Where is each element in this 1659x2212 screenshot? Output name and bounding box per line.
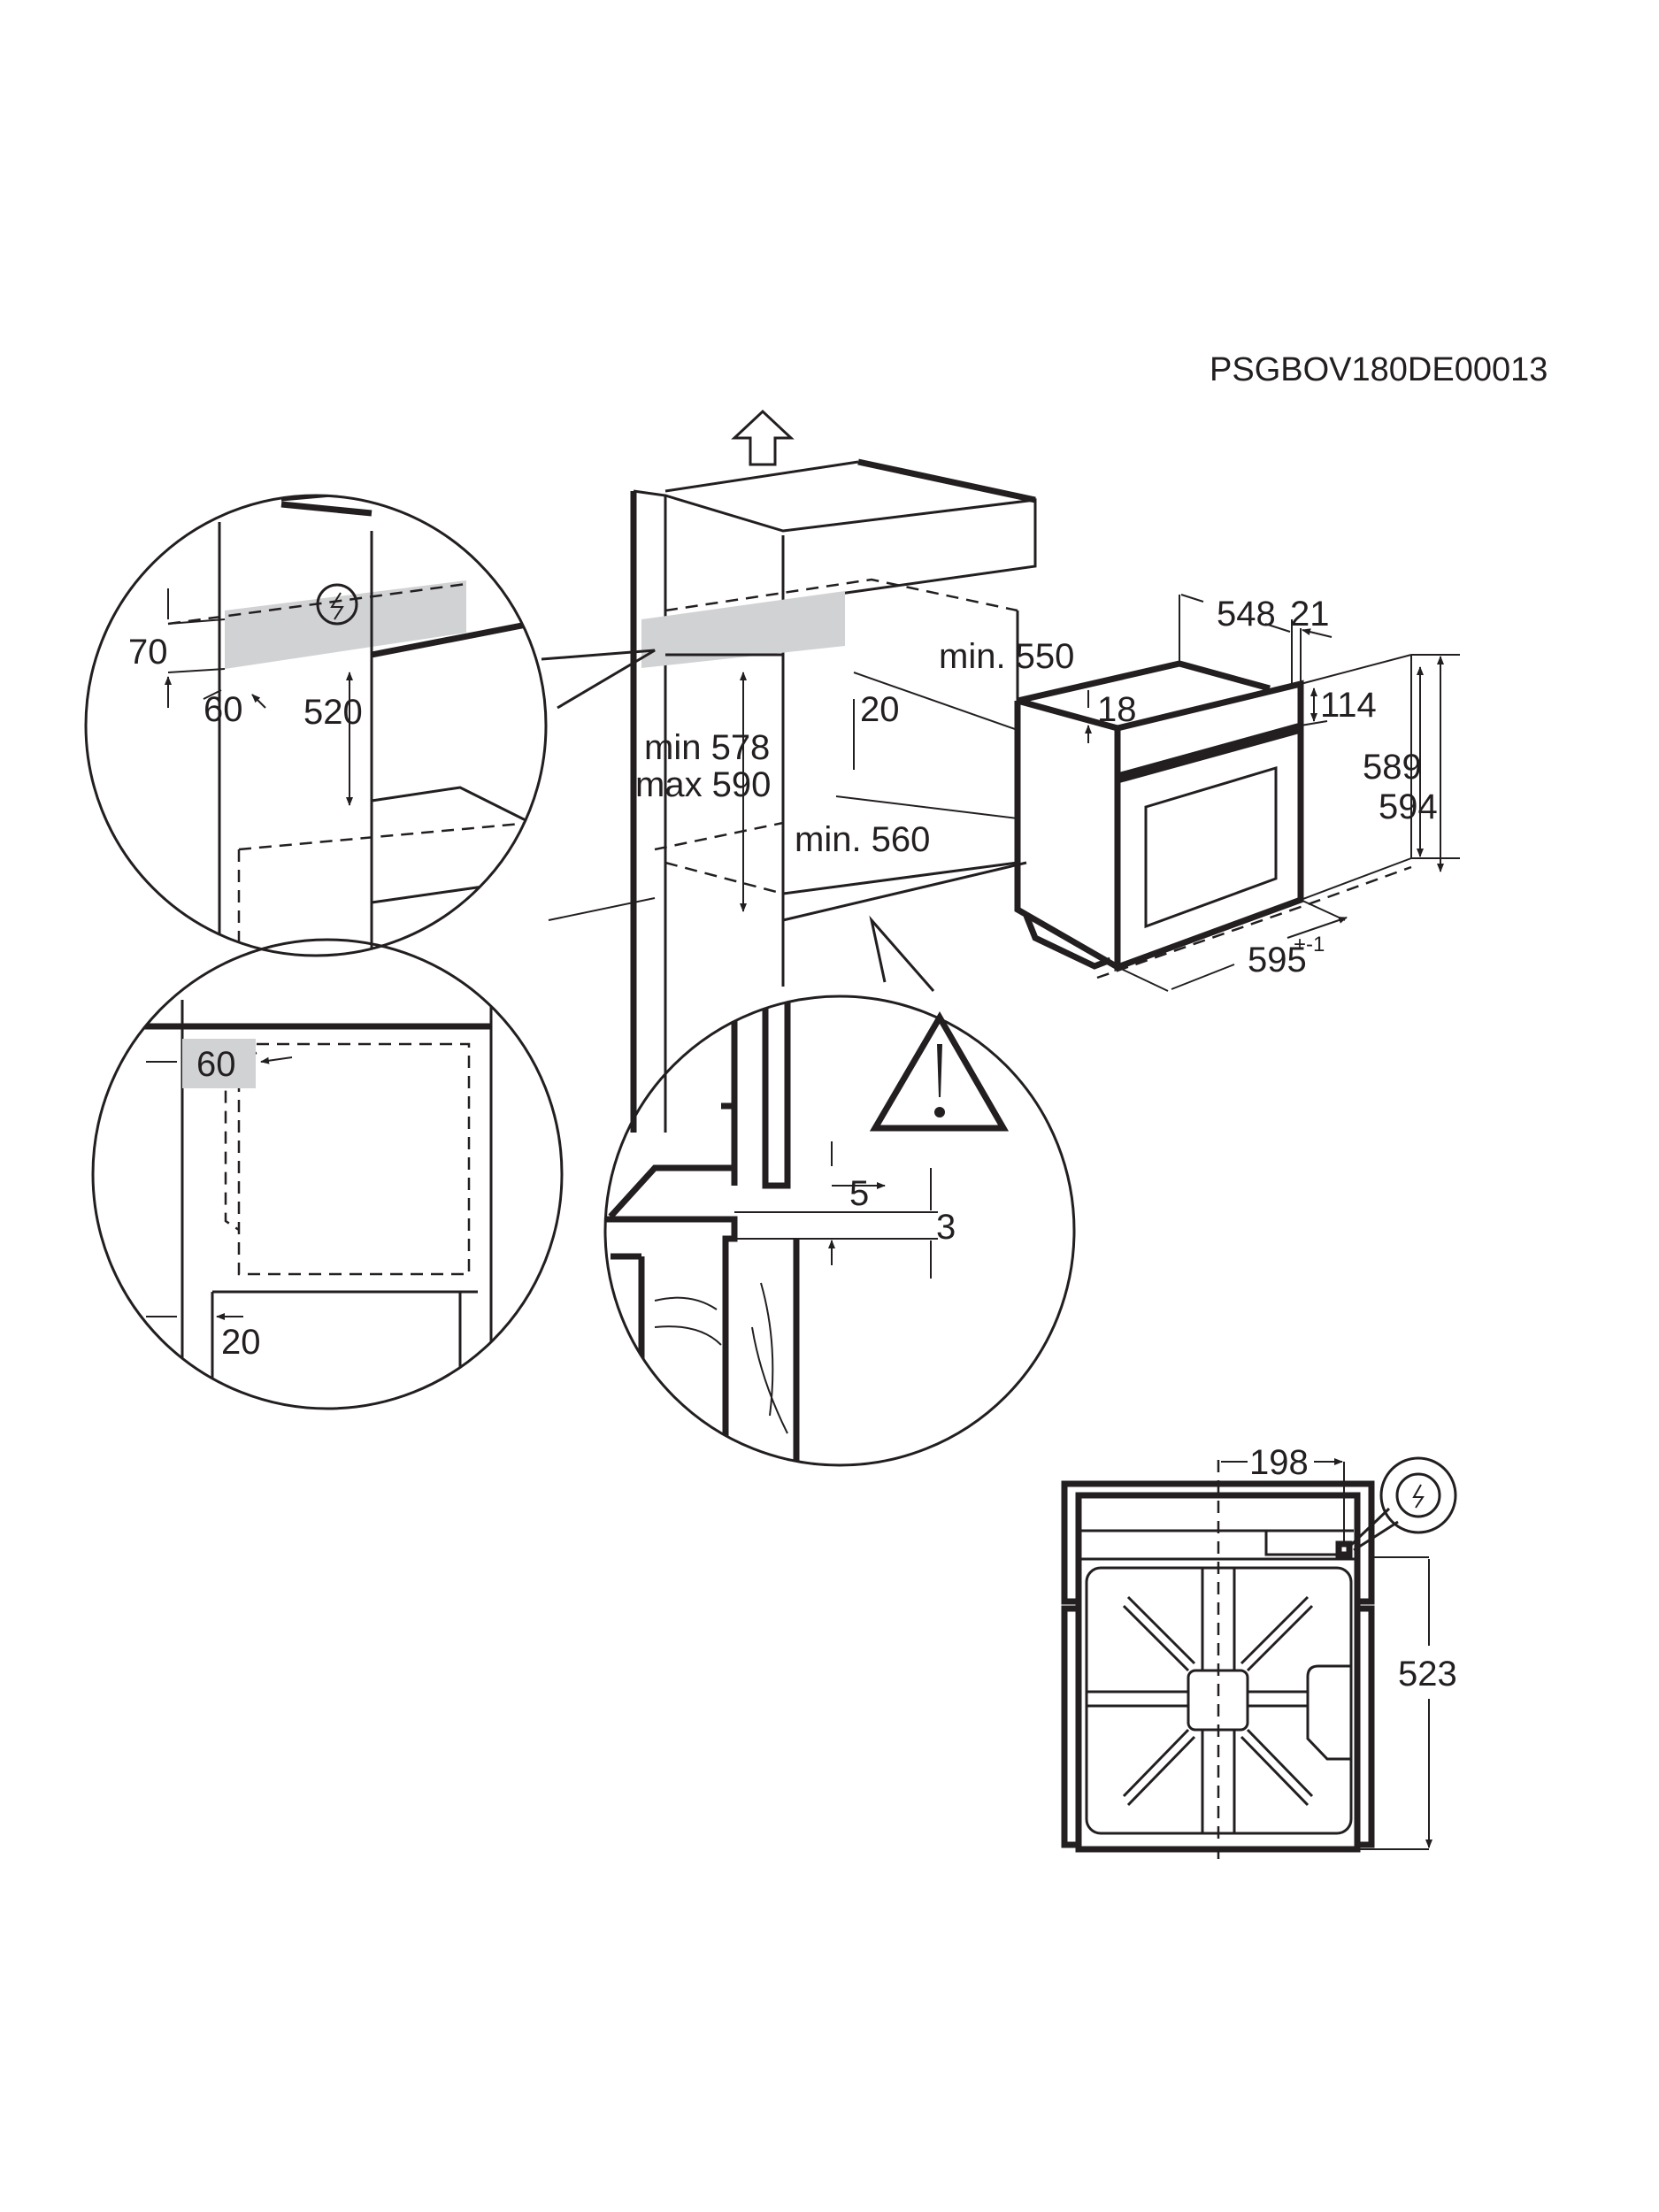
dim-60-label: 60	[196, 1045, 236, 1084]
max-590-label: max 590	[635, 765, 771, 804]
detail-bottom-left: 60 20	[91, 938, 564, 1410]
min-560-label: min. 560	[795, 820, 930, 859]
dim-595-tolerance: +-1	[1294, 933, 1325, 956]
dim-594-label: 594	[1379, 787, 1438, 826]
dim-548-label: 548	[1217, 595, 1276, 634]
cabinet-drawing: min. 550 20 min 578 max 590 min. 560	[548, 409, 1074, 1133]
document-code: PSGBOV180DE00013	[1210, 351, 1548, 388]
min-550-label: min. 550	[939, 637, 1074, 676]
dim-520-label: 520	[303, 693, 363, 732]
dim-589-label: 589	[1363, 748, 1422, 787]
electric-connection-icon	[316, 583, 358, 626]
top-view-drawing: 198 523	[1061, 1443, 1457, 1861]
gap-20-label: 20	[860, 690, 900, 729]
dim-523-label: 523	[1398, 1655, 1457, 1694]
dim-70-label: 70	[128, 633, 168, 672]
dim-198-label: 198	[1249, 1443, 1309, 1482]
dim-114-label: 114	[1320, 686, 1377, 725]
dim-20-label: 20	[221, 1323, 261, 1362]
oven-drawing: 548 21 18 114 589 594 595 +-1	[1014, 594, 1460, 992]
dim-595-label: 595	[1248, 941, 1307, 979]
detail-bottom-middle: 5 3	[603, 915, 1076, 1467]
min-578-label: min 578	[644, 728, 770, 767]
airflow-up-arrow-icon	[731, 409, 795, 466]
dim-60-label: 60	[204, 690, 243, 729]
electric-connection-icon	[1395, 1472, 1441, 1518]
dim-5-label: 5	[849, 1174, 869, 1213]
dim-18-label: 18	[1097, 690, 1137, 729]
dim-3-label: 3	[936, 1208, 956, 1247]
warning-triangle-icon	[869, 1011, 1010, 1132]
dim-21-label: 21	[1290, 595, 1330, 634]
detail-top-left: 70 60 520	[84, 494, 656, 957]
